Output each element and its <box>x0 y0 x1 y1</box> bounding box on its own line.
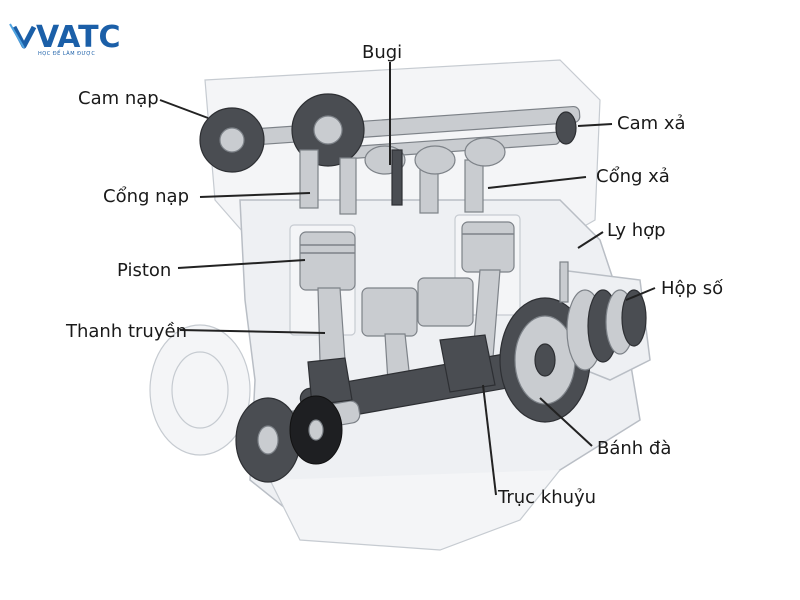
label-truc-khuyu: Trục khuỷu <box>497 487 596 508</box>
label-cam-xa: Cam xả <box>617 113 686 134</box>
pistons <box>299 221 515 337</box>
label-banh-da: Bánh đà <box>597 438 671 459</box>
front-pulleys <box>235 395 343 483</box>
gearbox <box>559 261 647 371</box>
labels: Bugi Cam nạp Cam xả Cổng nạp Cổng xả Ly … <box>65 42 723 508</box>
leader-lines <box>159 62 656 496</box>
label-bugi: Bugi <box>362 42 402 63</box>
logo-brand: VATC <box>36 20 121 55</box>
logo-tagline: HỌC ĐỂ LÀM ĐƯỢC <box>38 49 95 57</box>
label-cong-xa: Cổng xả <box>596 166 670 187</box>
label-thanh-truyen: Thanh truyền <box>65 321 187 342</box>
label-cong-nap: Cổng nạp <box>103 186 189 207</box>
label-ly-hop: Ly hợp <box>607 220 666 241</box>
vatc-logo: VATC HỌC ĐỂ LÀM ĐƯỢC <box>9 20 121 57</box>
label-cam-nap: Cam nạp <box>78 88 159 109</box>
label-piston: Piston <box>117 260 171 281</box>
camshafts <box>199 93 581 173</box>
valves <box>299 137 506 215</box>
label-hop-so: Hộp số <box>661 278 723 299</box>
